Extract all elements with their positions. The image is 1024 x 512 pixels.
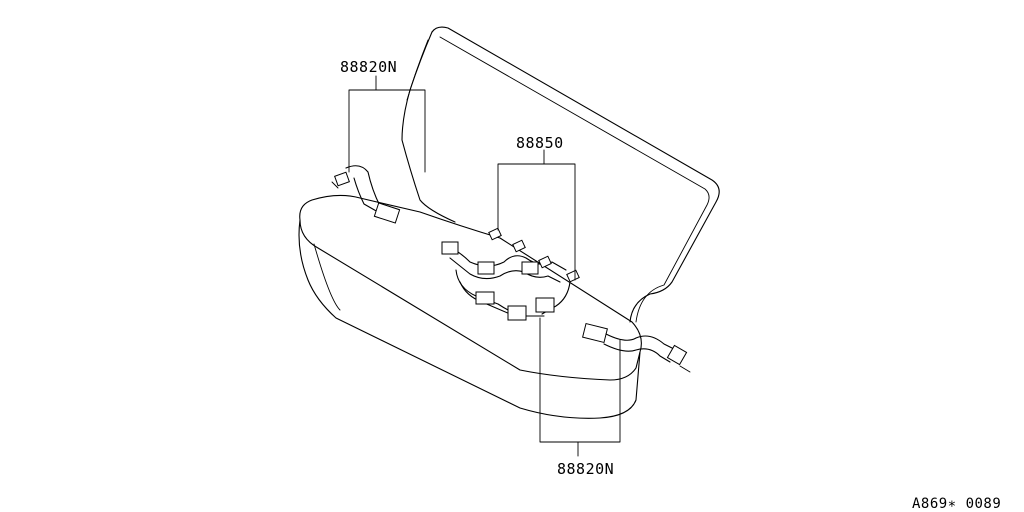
buckle-left	[373, 202, 401, 224]
buckle-center-6	[535, 297, 555, 313]
figure-code: A869∗ 0089	[912, 496, 1001, 512]
buckle-center-2	[477, 261, 495, 275]
seat-back	[401, 26, 720, 323]
label-88820n-top: 88820N	[340, 58, 397, 76]
buckle-right	[582, 322, 608, 344]
leader-lines	[348, 75, 621, 457]
buckle-center-3	[521, 261, 539, 275]
latch-4	[566, 269, 580, 283]
seat-cushion	[298, 194, 642, 419]
seat-belt-center	[441, 227, 580, 321]
anchor-right	[666, 344, 688, 366]
label-88820n-bottom: 88820N	[557, 460, 614, 478]
seat-belt-left	[331, 165, 401, 224]
latch-1	[488, 227, 502, 241]
latch-2	[512, 239, 526, 253]
buckle-center-5	[507, 305, 527, 321]
buckle-center-4	[475, 291, 495, 305]
anchor-left	[334, 171, 350, 187]
seat-belt-right	[582, 322, 691, 373]
latch-3	[538, 255, 552, 269]
buckle-center-1	[441, 241, 459, 255]
label-88850: 88850	[516, 134, 564, 152]
